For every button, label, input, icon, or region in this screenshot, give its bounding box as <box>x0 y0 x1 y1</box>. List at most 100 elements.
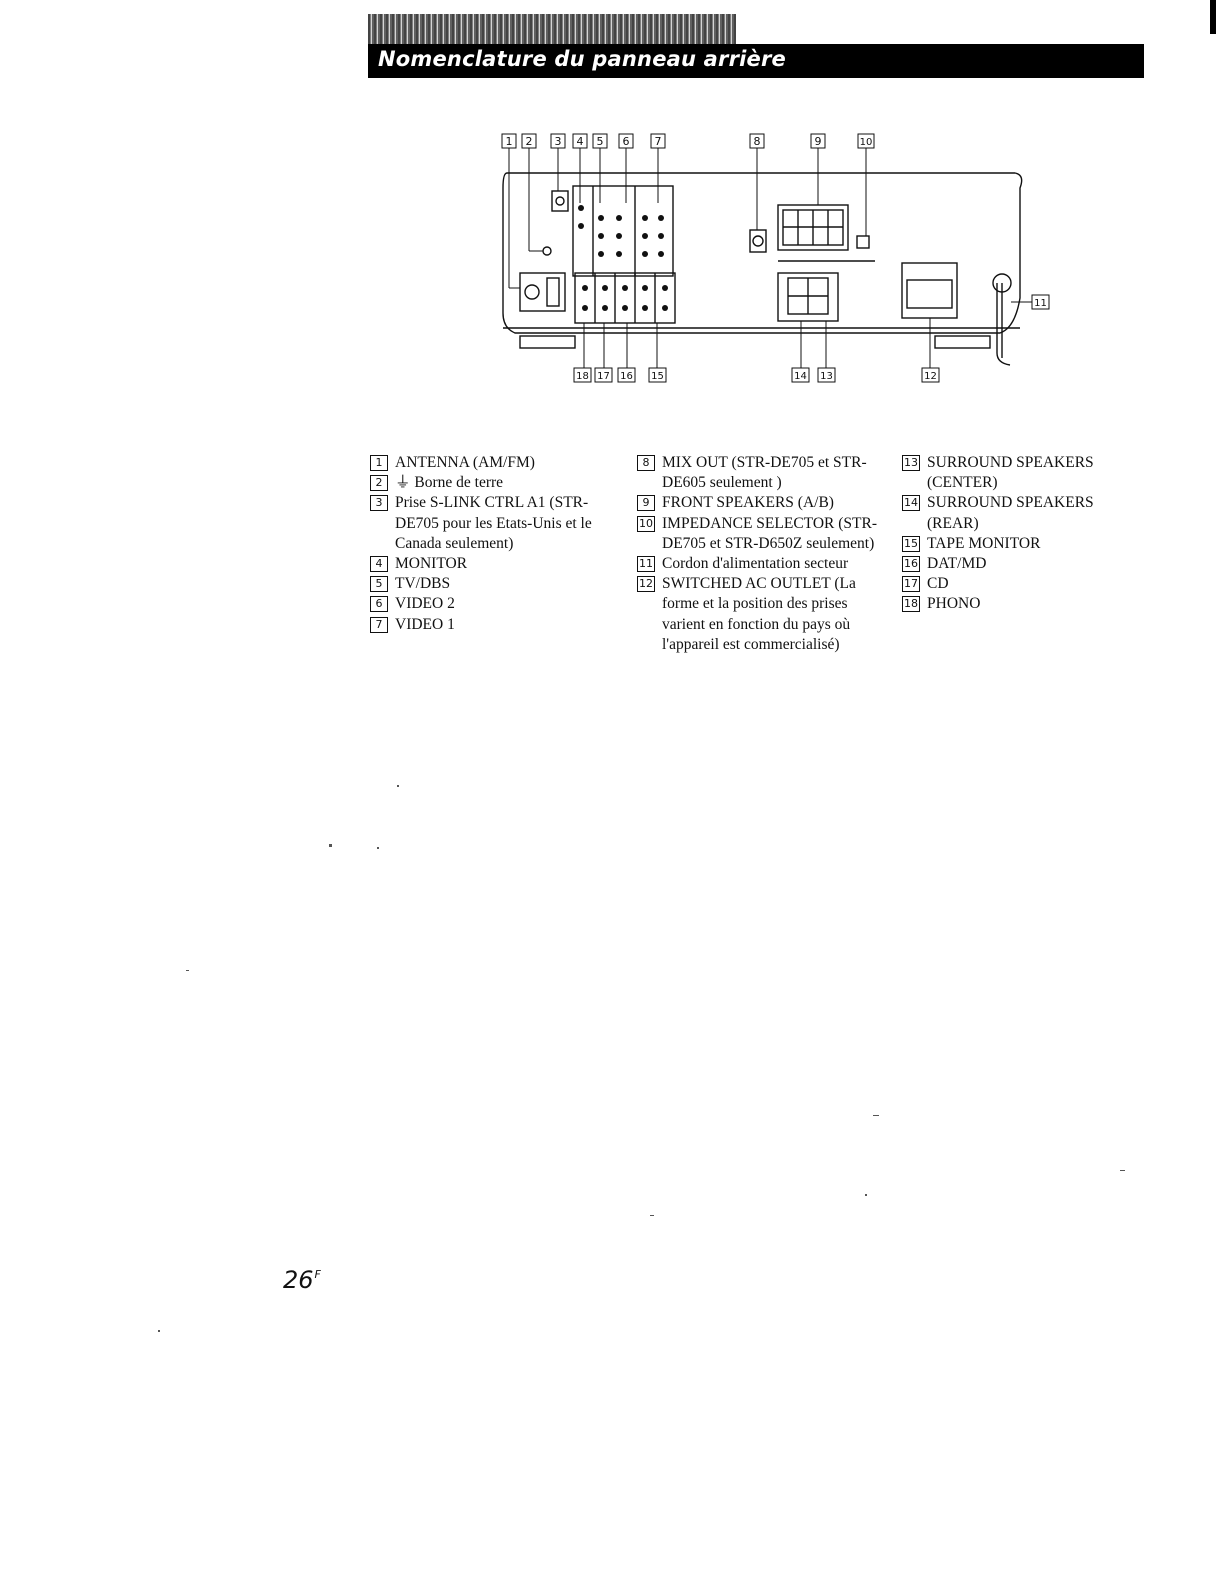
scan-speck <box>329 844 332 847</box>
callout-14: 14 <box>791 367 810 383</box>
callout-4: 4 <box>572 133 588 149</box>
legend-number: 12 <box>637 576 655 593</box>
scan-speck <box>873 1115 879 1116</box>
legend-text: TAPE MONITOR <box>927 534 1041 552</box>
callout-1: 1 <box>501 133 517 149</box>
legend-text: FRONT SPEAKERS (A/B) <box>662 494 834 512</box>
legend-item: 7 VIDEO 1 <box>370 615 610 635</box>
legend-text: MIX OUT (STR-DE705 et STR-DE605 seulemen… <box>662 454 867 492</box>
callout-7: 7 <box>650 133 666 149</box>
legend-item: 17 CD <box>902 574 1112 594</box>
svg-text:11: 11 <box>1034 298 1047 309</box>
callout-6: 6 <box>618 133 634 149</box>
callout-15: 15 <box>648 367 667 383</box>
header-scan-artifact <box>368 14 736 44</box>
legend-text: ANTENNA (AM/FM) <box>395 454 535 471</box>
svg-text:13: 13 <box>820 371 833 382</box>
callout-3: 3 <box>550 133 566 149</box>
scan-speck <box>377 847 379 849</box>
legend-item: 10 IMPEDANCE SELECTOR (STR-DE705 et STR-D… <box>637 514 887 554</box>
svg-text:1: 1 <box>506 135 513 148</box>
legend-item: 14 SURROUND SPEAKERS (REAR) <box>902 493 1112 533</box>
callout-9: 9 <box>810 133 826 149</box>
legend-text: IMPEDANCE SELECTOR (STR-DE705 et STR-D65… <box>662 514 878 552</box>
page-number-value: 26 <box>283 1266 314 1294</box>
legend-item: 11 Cordon d'alimentation secteur <box>637 554 887 574</box>
legend-item: 6 VIDEO 2 <box>370 594 610 614</box>
svg-text:16: 16 <box>620 371 633 382</box>
scan-speck <box>1120 1170 1125 1171</box>
legend-number: 3 <box>370 495 388 512</box>
scan-speck <box>650 1215 654 1216</box>
scan-speck <box>158 1330 160 1332</box>
svg-text:17: 17 <box>597 371 610 382</box>
svg-text:12: 12 <box>924 371 937 382</box>
legend-item: 8 MIX OUT (STR-DE705 et STR-DE605 seuleme… <box>637 453 887 493</box>
legend-text: CD <box>927 575 949 593</box>
legend-number: 14 <box>902 495 920 512</box>
callout-17: 17 <box>594 367 613 383</box>
legend-number: 2 <box>370 475 388 492</box>
legend-number: 4 <box>370 556 388 573</box>
legend-item: 3 Prise S-LINK CTRL A1 (STR-DE705 pour le… <box>370 493 610 554</box>
section-title: Nomenclature du panneau arrière <box>378 47 786 71</box>
legend-number: 11 <box>637 556 655 573</box>
callout-18: 18 <box>573 367 592 383</box>
svg-text:7: 7 <box>655 135 662 148</box>
legend-item: 4 MONITOR <box>370 554 610 574</box>
legend-text: ⏚ Borne de terre <box>395 474 504 492</box>
callout-8: 8 <box>749 133 765 149</box>
legend-text: SURROUND SPEAKERS (REAR) <box>927 494 1094 532</box>
legend-text: Prise S-LINK CTRL A1 (STR-DE705 pour les… <box>395 494 592 552</box>
legend-column-1: 1 ANTENNA (AM/FM) 2 ⏚ Borne de terre 3 Pris… <box>370 453 610 635</box>
svg-text:15: 15 <box>651 371 664 382</box>
legend-item: 13 SURROUND SPEAKERS (CENTER) <box>902 453 1112 493</box>
legend-text: VIDEO 2 <box>395 595 455 613</box>
svg-text:8: 8 <box>754 135 761 148</box>
legend-item: 2 ⏚ Borne de terre <box>370 473 610 493</box>
legend-item: 12 SWITCHED AC OUTLET (La forme et la pos… <box>637 574 887 655</box>
svg-text:5: 5 <box>597 135 604 148</box>
page-edge-mark <box>1210 0 1216 34</box>
svg-text:14: 14 <box>794 371 807 382</box>
legend-number: 10 <box>637 515 655 532</box>
page-number: 26F <box>283 1266 321 1294</box>
scan-speck <box>186 970 189 971</box>
legend-text: DAT/MD <box>927 555 987 573</box>
legend-number: 1 <box>370 455 388 471</box>
legend-text: MONITOR <box>395 555 468 573</box>
svg-text:2: 2 <box>526 135 533 148</box>
legend-text: TV/DBS <box>395 575 451 593</box>
legend-text: VIDEO 1 <box>395 615 455 633</box>
callout-2: 2 <box>521 133 537 149</box>
legend-text: SURROUND SPEAKERS (CENTER) <box>927 454 1094 492</box>
section-header: Nomenclature du panneau arrière <box>368 44 1144 78</box>
legend-number: 18 <box>902 596 920 613</box>
rear-panel-diagram: 1 2 3 4 5 6 7 8 9 10 18 17 16 15 14 13 1… <box>501 133 1050 383</box>
legend-number: 7 <box>370 616 388 633</box>
scan-speck <box>865 1194 867 1196</box>
callout-5: 5 <box>592 133 608 149</box>
legend-text: Cordon d'alimentation secteur <box>662 555 849 573</box>
callout-13: 13 <box>817 367 836 383</box>
legend-text: PHONO <box>927 595 981 613</box>
legend-number: 6 <box>370 596 388 613</box>
svg-text:3: 3 <box>555 135 562 148</box>
svg-text:6: 6 <box>623 135 630 148</box>
legend-number: 16 <box>902 556 920 573</box>
legend-number: 13 <box>902 455 920 471</box>
legend-number: 17 <box>902 576 920 593</box>
scan-speck <box>397 785 399 787</box>
legend-column-3: 13 SURROUND SPEAKERS (CENTER) 14 SURROUND … <box>902 453 1112 615</box>
legend-number: 8 <box>637 455 655 471</box>
legend-column-2: 8 MIX OUT (STR-DE705 et STR-DE605 seuleme… <box>637 453 887 655</box>
page-number-suffix: F <box>314 1268 321 1281</box>
legend-text: SWITCHED AC OUTLET (La forme et la posit… <box>662 575 856 653</box>
legend-item: 18 PHONO <box>902 594 1112 614</box>
svg-text:4: 4 <box>577 135 584 148</box>
svg-text:10: 10 <box>860 137 873 148</box>
callout-12: 12 <box>921 367 940 383</box>
legend-item: 16 DAT/MD <box>902 554 1112 574</box>
